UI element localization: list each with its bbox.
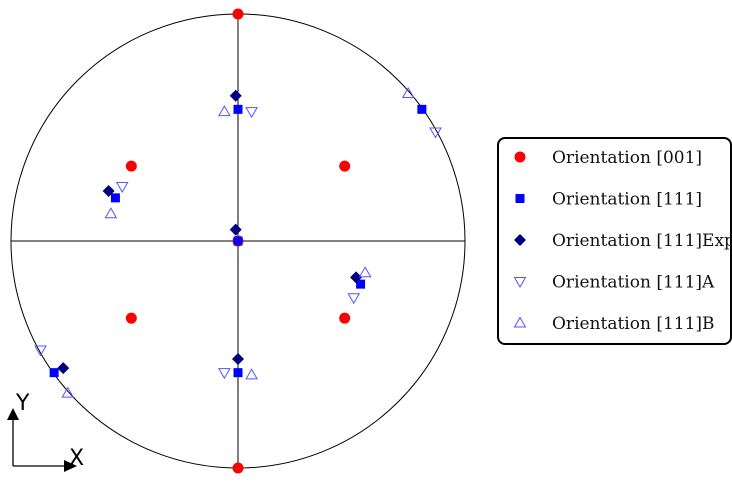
series-4 [34, 107, 442, 380]
legend-label: Orientation [111] [552, 190, 702, 210]
data-point [102, 185, 115, 198]
data-point [232, 462, 244, 474]
data-point [232, 353, 244, 366]
legend-marker [513, 316, 527, 328]
data-point [233, 236, 243, 246]
data-point [245, 107, 258, 119]
series-2 [49, 104, 427, 378]
legend-label: Orientation [111]Exp [552, 231, 732, 251]
axis-indicator: Y X [7, 391, 84, 472]
data-point [229, 223, 242, 236]
data-point [347, 293, 361, 305]
data-point [49, 368, 59, 378]
data-point [232, 8, 244, 20]
data-marks [34, 8, 442, 474]
y-axis-letter: Y [15, 391, 30, 416]
data-point [358, 266, 372, 278]
x-axis-letter: X [69, 446, 84, 471]
data-point [245, 368, 258, 380]
data-point [233, 368, 243, 378]
data-point [34, 345, 47, 357]
data-point [125, 312, 137, 324]
legend-marker [515, 194, 525, 203]
legend-marker [514, 151, 526, 163]
data-point [356, 279, 366, 289]
data-point [57, 362, 70, 375]
data-point [104, 207, 118, 219]
data-point [115, 182, 129, 194]
data-point [339, 160, 351, 172]
legend-label: Orientation [001] [552, 148, 702, 168]
data-point [218, 105, 231, 117]
legend-label: Orientation [111]B [552, 314, 715, 334]
data-point [229, 89, 242, 102]
data-point [218, 368, 231, 380]
legend: Orientation [001] Orientation [111] Orient… [497, 137, 732, 345]
data-point [339, 312, 351, 324]
legend-label: Orientation [111]A [552, 273, 715, 293]
x-axis-arrowhead [64, 460, 77, 472]
data-point [350, 271, 363, 284]
data-point [125, 160, 137, 172]
legend-marker [514, 234, 526, 246]
data-point [61, 386, 75, 398]
data-point [429, 127, 442, 139]
legend-box [497, 137, 732, 345]
data-point [401, 86, 415, 98]
data-point [417, 104, 427, 114]
data-point [233, 104, 243, 114]
series-3 [57, 89, 363, 375]
series-5 [61, 86, 415, 398]
y-axis-arrowhead [7, 408, 19, 420]
legend-marker [513, 277, 527, 288]
data-point [110, 193, 120, 203]
